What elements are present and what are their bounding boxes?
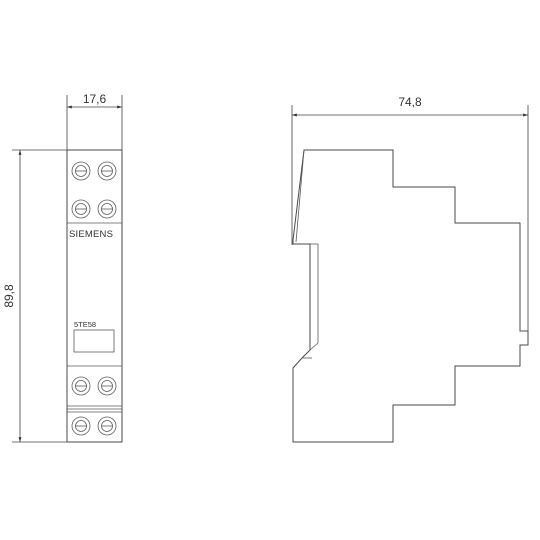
indicator-window [73,329,115,353]
terminal-screw-icon [71,376,91,396]
height-dimension: 89,8 [2,149,67,443]
depth-dimension: 74,8 [291,95,529,345]
front-body [66,149,123,443]
terminal-screw-icon [97,416,117,436]
depth-dimension-label: 74,8 [398,95,422,109]
width-dimension: 17,6 [66,92,123,150]
terminal-screw-icon [71,199,91,219]
front-view: 17,6 89,8 [2,92,123,443]
side-view: 74,8 [291,95,529,443]
terminal-screw-icon [71,161,91,181]
side-profile [292,149,529,443]
width-dimension-label: 17,6 [83,92,107,106]
terminal-screw-icon [97,199,117,219]
height-dimension-label: 89,8 [2,284,16,308]
terminal-screw-icon [97,376,117,396]
terminal-screw-icon [71,416,91,436]
brand-label: SIEMENS [69,229,113,240]
model-label: 5TE58 [74,320,96,329]
terminal-screw-icon [97,161,117,181]
